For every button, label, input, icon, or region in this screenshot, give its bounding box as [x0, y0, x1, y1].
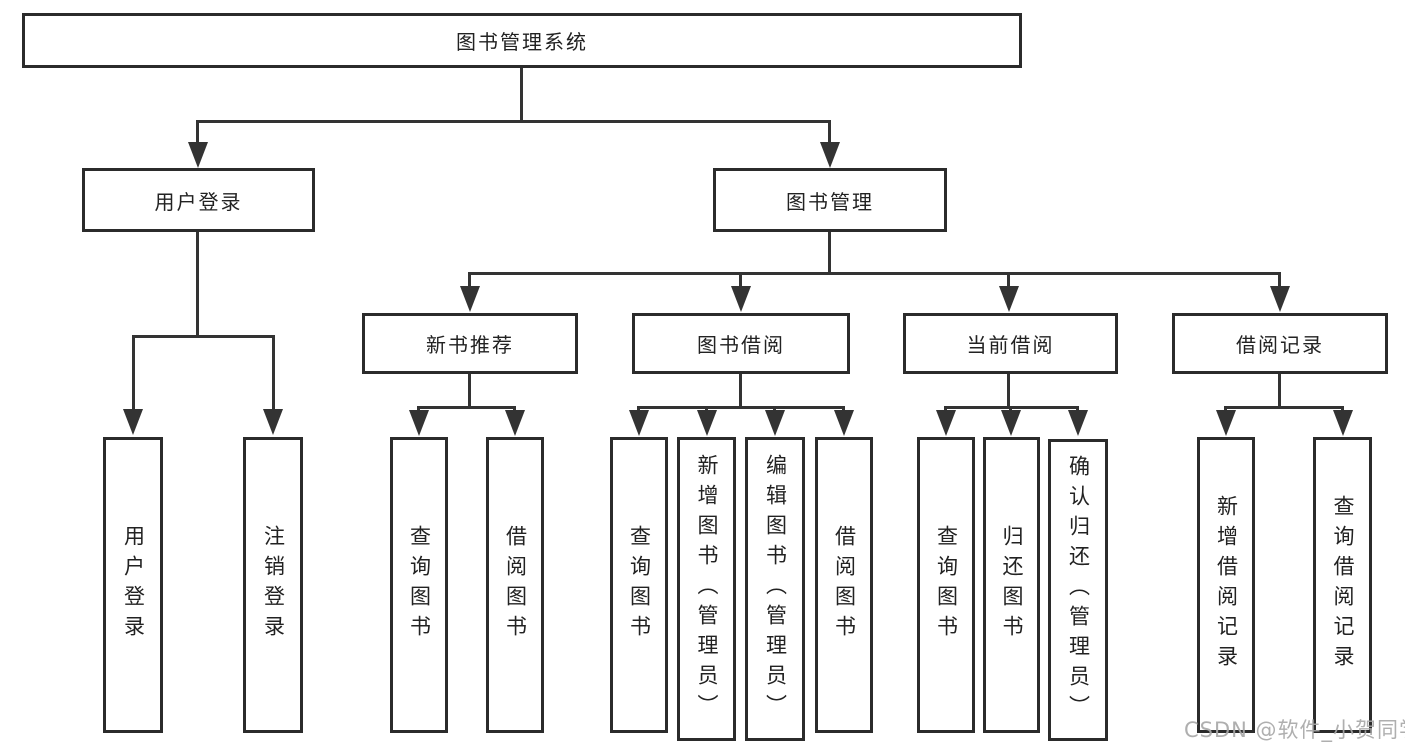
leaf-br-query-record: 查询借阅记录	[1313, 437, 1372, 733]
arrow-down-icon	[731, 286, 751, 312]
arrow-down-icon	[1001, 410, 1021, 436]
node-label: 图书管理系统	[456, 30, 588, 54]
connector-line	[468, 272, 471, 288]
node-label: 图书借阅	[697, 333, 785, 357]
node-label: 图书管理	[786, 189, 874, 214]
watermark: CSDN @软件_小贺同学	[1184, 718, 1405, 742]
leaf-label: 新增图书（管理员）	[695, 454, 719, 724]
leaf-label: 编辑图书（管理员）	[763, 454, 788, 724]
node-current-borrow: 当前借阅	[903, 313, 1118, 374]
connector-line	[468, 374, 471, 406]
leaf-cb-return-books: 归还图书	[983, 437, 1040, 733]
leaf-label: 查询图书	[407, 525, 432, 645]
arrow-down-icon	[188, 142, 208, 168]
arrow-down-icon	[820, 142, 840, 168]
leaf-bb-borrow-books: 借阅图书	[815, 437, 873, 733]
node-label: 新书推荐	[426, 333, 514, 357]
connector-line	[637, 406, 845, 409]
leaf-user-login: 用户登录	[103, 437, 163, 733]
arrow-down-icon	[505, 410, 525, 436]
arrow-down-icon	[999, 286, 1019, 312]
leaf-cb-query-books: 查询图书	[917, 437, 975, 733]
connector-line	[418, 406, 516, 409]
arrow-down-icon	[936, 410, 956, 436]
connector-line	[272, 335, 275, 411]
connector-line	[1007, 374, 1010, 406]
connector-line	[132, 335, 135, 411]
arrow-down-icon	[263, 409, 283, 435]
node-label: 借阅记录	[1236, 333, 1324, 357]
arrow-down-icon	[460, 286, 480, 312]
leaf-label: 借阅图书	[503, 525, 528, 645]
node-new-book-recommend: 新书推荐	[362, 313, 578, 374]
leaf-bb-add-books-admin: 新增图书（管理员）	[677, 437, 736, 741]
arrow-down-icon	[697, 410, 717, 436]
node-user-login: 用户登录	[82, 168, 315, 232]
leaf-logout-login: 注销登录	[243, 437, 303, 733]
arrow-down-icon	[834, 410, 854, 436]
leaf-label: 查询借阅记录	[1331, 495, 1355, 675]
leaf-cb-confirm-return-admin: 确认归还（管理员）	[1048, 439, 1108, 741]
arrow-down-icon	[123, 409, 143, 435]
arrow-down-icon	[409, 410, 429, 436]
arrow-down-icon	[629, 410, 649, 436]
leaf-label: 确认归还（管理员）	[1066, 455, 1091, 725]
connector-line	[1278, 272, 1281, 288]
connector-line	[1224, 406, 1344, 409]
arrow-down-icon	[1333, 410, 1353, 436]
connector-line	[1007, 272, 1010, 288]
node-book-borrow: 图书借阅	[632, 313, 850, 374]
connector-line	[132, 335, 274, 338]
leaf-label: 借阅图书	[832, 525, 857, 645]
connector-line	[196, 120, 199, 148]
connector-line	[828, 232, 831, 272]
connector-line	[197, 120, 831, 123]
arrow-down-icon	[1216, 410, 1236, 436]
node-borrow-records: 借阅记录	[1172, 313, 1388, 374]
node-label: 当前借阅	[966, 333, 1055, 357]
connector-line	[739, 374, 742, 406]
node-book-management: 图书管理	[713, 168, 947, 232]
leaf-br-add-record: 新增借阅记录	[1197, 437, 1255, 733]
connector-line	[828, 120, 831, 148]
leaf-bb-query-books: 查询图书	[610, 437, 668, 733]
leaf-nbr-query-books: 查询图书	[390, 437, 448, 733]
node-label: 用户登录	[154, 189, 243, 214]
arrow-down-icon	[1068, 410, 1088, 436]
connector-line	[1278, 374, 1281, 406]
leaf-label: 新增借阅记录	[1214, 495, 1239, 675]
connector-line	[468, 272, 1281, 275]
leaf-label: 归还图书	[1000, 525, 1024, 645]
leaf-bb-edit-books-admin: 编辑图书（管理员）	[745, 437, 805, 741]
leaf-label: 注销登录	[261, 525, 286, 645]
leaf-nbr-borrow-books: 借阅图书	[486, 437, 544, 733]
connector-line	[520, 68, 523, 120]
node-root-system: 图书管理系统	[22, 13, 1022, 68]
arrow-down-icon	[765, 410, 785, 436]
leaf-label: 查询图书	[934, 525, 959, 645]
connector-line	[739, 272, 742, 288]
leaf-label: 用户登录	[121, 525, 146, 645]
connector-line	[196, 232, 199, 335]
leaf-label: 查询图书	[627, 525, 652, 645]
arrow-down-icon	[1270, 286, 1290, 312]
